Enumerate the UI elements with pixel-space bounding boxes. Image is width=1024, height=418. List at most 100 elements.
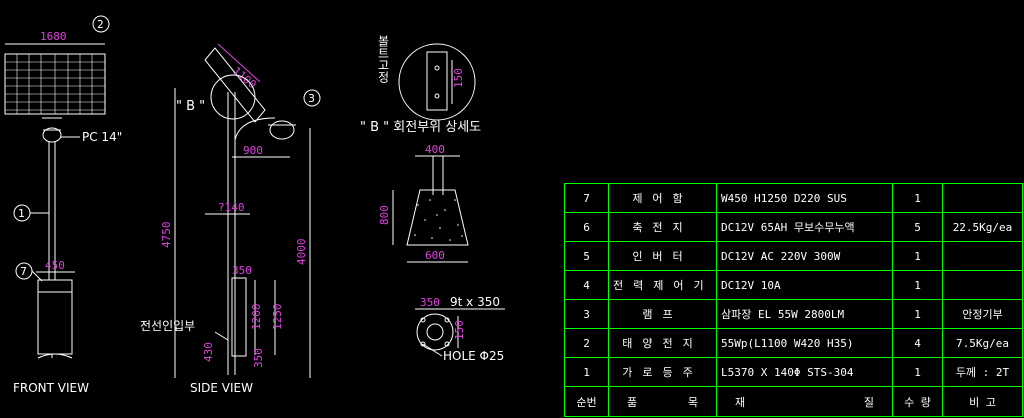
bom-cell-note — [942, 241, 1023, 271]
bom-cell-qty: 1 — [892, 299, 943, 329]
bom-cell-spec: 55Wp(L1100 W420 H35) — [716, 328, 893, 358]
svg-text:1: 1 — [18, 207, 25, 220]
bom-cell-qty: 4 — [892, 328, 943, 358]
bom-cell-spec: DC12V 65AH 무보수무누액 — [716, 212, 893, 242]
bom-header-spec_a: 재 — [735, 395, 746, 409]
bom-cell-spec: W450 H1250 D220 SUS — [716, 183, 893, 213]
dim-150: 150 — [452, 68, 465, 88]
front-lamp — [42, 127, 62, 143]
bom-cell-note: 두께 : 2T — [942, 357, 1023, 387]
bom-cell-name: 램프 — [608, 299, 717, 329]
bom-cell-qty: 1 — [892, 270, 943, 300]
bom-cell-qty: 1 — [892, 357, 943, 387]
detail-bracket — [426, 51, 448, 111]
dim-350c: 350 — [420, 296, 440, 309]
bom-cell-note: 안정기부 — [942, 299, 1023, 329]
dim-600: 600 — [425, 249, 445, 262]
bom-header-cell: 비 고 — [942, 386, 1023, 417]
dim-450: 450 — [45, 259, 65, 272]
bom-header-spec_b: 질 — [863, 395, 874, 409]
dim-350b: 350 — [252, 348, 265, 368]
dim-1250: 1250 — [271, 304, 284, 331]
solar-panel-grid — [5, 54, 105, 114]
bom-cell-no: 3 — [564, 299, 609, 329]
dim-900: 900 — [243, 144, 263, 157]
dim-350a: 350 — [232, 264, 252, 277]
bom-cell-note: 22.5Kg/ea — [942, 212, 1023, 242]
bom-cell-name: 인버터 — [608, 241, 717, 271]
side-view-label: SIDE VIEW — [190, 381, 253, 395]
bom-cell-no: 2 — [564, 328, 609, 358]
svg-text:7: 7 — [20, 265, 27, 278]
bom-cell-qty: 1 — [892, 183, 943, 213]
bom-header-cell: 순번 — [564, 386, 609, 417]
front-view-label: FRONT VIEW — [13, 381, 89, 395]
dim-1200: 1200 — [250, 304, 263, 331]
dim-4000: 4000 — [295, 239, 308, 266]
dim-400: 400 — [425, 143, 445, 156]
bom-cell-note — [942, 270, 1023, 300]
bom-header-cell: 수 량 — [892, 386, 943, 417]
detail-b: 볼트고정 150 " B " 회전부위 상세도 — [360, 35, 481, 135]
base-plate: 350 9t x 350 150 HOLE Φ25 — [415, 295, 505, 363]
bom-cell-no: 5 — [564, 241, 609, 271]
foundation: 400 800 600 — [378, 143, 469, 263]
dim-140: ?140 — [218, 201, 245, 214]
bom-cell-no: 1 — [564, 357, 609, 387]
side-view: 1100 " B " 3 900 4750 4000 ?140 350 1200… — [140, 43, 321, 395]
concrete-hatch — [414, 199, 463, 241]
dim-1680: 1680 — [40, 30, 67, 43]
bom-cell-spec: DC12V AC 220V 300W — [716, 241, 893, 271]
bom-header-name_b: 목 — [687, 395, 698, 409]
detail-b-circle — [210, 74, 256, 120]
base — [37, 353, 73, 359]
pc-label: PC 14" — [82, 130, 122, 144]
plate-circle — [416, 313, 454, 351]
cable-entry-label: 전선인입부 — [140, 319, 195, 333]
dim-430: 430 — [202, 342, 215, 362]
bom-cell-note: 7.5Kg/ea — [942, 328, 1023, 358]
bom-cell-no: 7 — [564, 183, 609, 213]
bom-cell-spec: DC12V 10A — [716, 270, 893, 300]
bom-cell-no: 4 — [564, 270, 609, 300]
side-solar-panel — [204, 47, 266, 123]
dim-150b: 150 — [453, 320, 466, 340]
control-box — [37, 279, 73, 355]
bom-cell-qty: 5 — [892, 212, 943, 242]
bom-cell-name: 태양전지 — [608, 328, 717, 358]
bom-cell-name: 전력제어기 — [608, 270, 717, 300]
plate-label: 9t x 350 — [450, 295, 500, 309]
detail-circle — [398, 43, 476, 121]
bom-cell-name: 축전지 — [608, 212, 717, 242]
dim-4750: 4750 — [160, 222, 173, 249]
bolt-label: 볼트고정 — [376, 35, 390, 83]
bom-header-name_a: 품 — [627, 395, 638, 409]
svg-text:3: 3 — [308, 92, 315, 105]
bom-cell-name: 가로등주 — [608, 357, 717, 387]
dim-800: 800 — [378, 205, 391, 225]
lamp-arm — [234, 117, 276, 141]
detail-b-marker: " B " — [176, 99, 205, 114]
side-lamp — [269, 120, 295, 140]
balloon-3 — [303, 89, 321, 107]
bom-cell-no: 6 — [564, 212, 609, 242]
side-control-box — [231, 277, 247, 357]
bom-cell-name: 제어함 — [608, 183, 717, 213]
balloon-2 — [92, 15, 110, 33]
bom-cell-qty: 1 — [892, 241, 943, 271]
front-view: 1680 PC 14" 1 450 7 FRONT VIEW 2 — [4, 15, 122, 395]
foundation-block — [406, 189, 469, 246]
bom-cell-note — [942, 183, 1023, 213]
bom-cell-spec: L5370 X 140Φ STS-304 — [716, 357, 893, 387]
bom-cell-spec: 삼파장 EL 55W 2800LM — [716, 299, 893, 329]
